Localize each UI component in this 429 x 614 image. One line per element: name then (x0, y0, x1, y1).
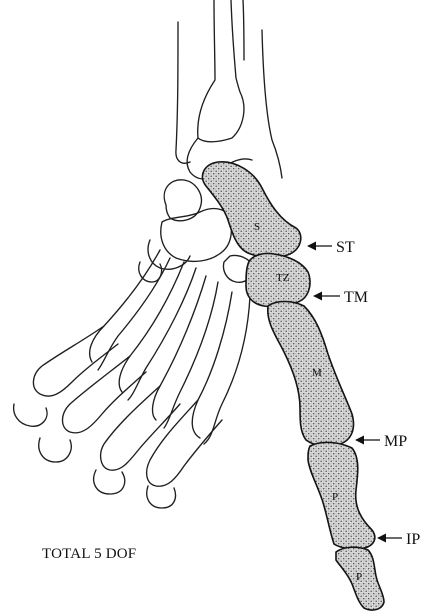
st-label: ST (336, 239, 355, 256)
trapezium-label: TZ (276, 272, 290, 284)
scaphoid-bone (202, 162, 300, 258)
middle-metacarpal-outline (153, 276, 218, 428)
radius-shaft-outline (243, 0, 244, 60)
forearm-bones (176, 0, 282, 179)
scaphoid-label: S (254, 221, 260, 233)
middle-finger-outline (101, 386, 180, 470)
tm-label: TM (344, 289, 368, 306)
thumb-metacarpal-bone (268, 302, 354, 447)
proximal-phalanx-label: P (332, 491, 338, 503)
finger-bones (14, 250, 250, 508)
distal-phalanx-label: P (356, 571, 362, 583)
thumb-proximal-phalanx-bone (308, 442, 375, 548)
mp-label: MP (384, 433, 407, 450)
ring-finger-outline (63, 356, 147, 433)
metacarpal-label: M (312, 367, 322, 379)
total-dof-caption: TOTAL 5 DOF (42, 546, 136, 562)
ulna-outline (176, 22, 282, 178)
finger-tip-outlines (14, 404, 176, 508)
index-finger-outline (147, 400, 222, 486)
hamate-outline (148, 240, 190, 269)
ip-label: IP (406, 531, 420, 548)
radius-outline (198, 0, 244, 142)
capitate-outline (161, 209, 232, 262)
lunate-outline (164, 180, 201, 221)
little-metacarpal-outline (90, 250, 170, 370)
little-finger-outline (33, 326, 118, 396)
